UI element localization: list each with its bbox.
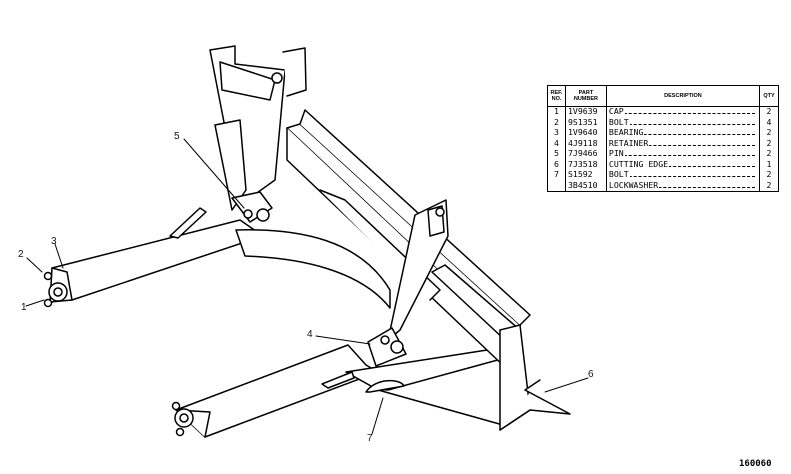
callout-6: 6 xyxy=(588,369,594,380)
quantity: 2 xyxy=(759,180,779,192)
part-number: S1592 xyxy=(564,170,607,181)
description: CAP xyxy=(605,106,761,118)
description: BEARING xyxy=(605,128,761,139)
part-number: 1V9639 xyxy=(564,106,607,118)
ref-no xyxy=(547,180,566,192)
description: PIN xyxy=(605,149,761,160)
header-qty: QTY xyxy=(759,85,779,107)
description: CUTTING EDGE xyxy=(605,159,761,170)
part-number: 9S1351 xyxy=(564,117,607,128)
figure-number: 160060 xyxy=(739,459,772,469)
lift-bracket-rear xyxy=(209,45,307,223)
pin-assemblies xyxy=(43,72,445,437)
callout-5: 5 xyxy=(174,131,180,142)
quantity: 2 xyxy=(759,170,779,181)
quantity: 2 xyxy=(759,138,779,149)
table-row: 3B4510 LOCKWASHER 2 xyxy=(547,180,779,192)
table-row: 6 7J3518 CUTTING EDGE 1 xyxy=(547,159,779,170)
front-push-arm xyxy=(175,344,506,438)
quantity: 2 xyxy=(759,149,779,160)
ref-no: 3 xyxy=(547,128,566,139)
ref-no: 5 xyxy=(547,149,566,160)
ref-no: 1 xyxy=(547,106,566,118)
description: LOCKWASHER xyxy=(605,180,761,192)
ref-no: 4 xyxy=(547,138,566,149)
header-ref-no: REF. NO. xyxy=(547,85,566,107)
ref-no: 6 xyxy=(547,159,566,170)
ref-no: 2 xyxy=(547,117,566,128)
table-row: 7 S1592 BOLT 2 xyxy=(547,170,779,181)
callout-3: 3 xyxy=(51,236,57,247)
part-number: 7J9466 xyxy=(564,149,607,160)
leader-lines xyxy=(25,138,589,435)
ref-no: 7 xyxy=(547,170,566,181)
description: RETAINER xyxy=(605,138,761,149)
header-part-number: PART NUMBER xyxy=(564,85,607,107)
parts-table-header: REF. NO. PART NUMBER DESCRIPTION QTY xyxy=(547,85,779,107)
part-number: 3B4510 xyxy=(564,180,607,192)
callout-7: 7 xyxy=(367,433,373,444)
description: BOLT xyxy=(605,170,761,181)
table-row: 5 7J9466 PIN 2 xyxy=(547,149,779,160)
quantity: 2 xyxy=(759,128,779,139)
table-row: 1 1V9639 CAP 2 xyxy=(547,106,779,118)
header-description: DESCRIPTION xyxy=(605,85,761,107)
rear-push-arm xyxy=(49,207,391,309)
quantity: 2 xyxy=(759,106,779,118)
part-number: 1V9640 xyxy=(564,128,607,139)
part-number: 4J9118 xyxy=(564,138,607,149)
callout-2: 2 xyxy=(18,249,24,260)
table-row: 3 1V9640 BEARING 2 xyxy=(547,128,779,139)
table-row: 4 4J9118 RETAINER 2 xyxy=(547,138,779,149)
callout-1: 1 xyxy=(21,302,27,313)
quantity: 4 xyxy=(759,117,779,128)
description: BOLT xyxy=(605,117,761,128)
quantity: 1 xyxy=(759,159,779,170)
part-number: 7J3518 xyxy=(564,159,607,170)
table-row: 2 9S1351 BOLT 4 xyxy=(547,117,779,128)
callout-4: 4 xyxy=(307,329,313,340)
parts-list-table: REF. NO. PART NUMBER DESCRIPTION QTY 1 1… xyxy=(547,85,779,192)
